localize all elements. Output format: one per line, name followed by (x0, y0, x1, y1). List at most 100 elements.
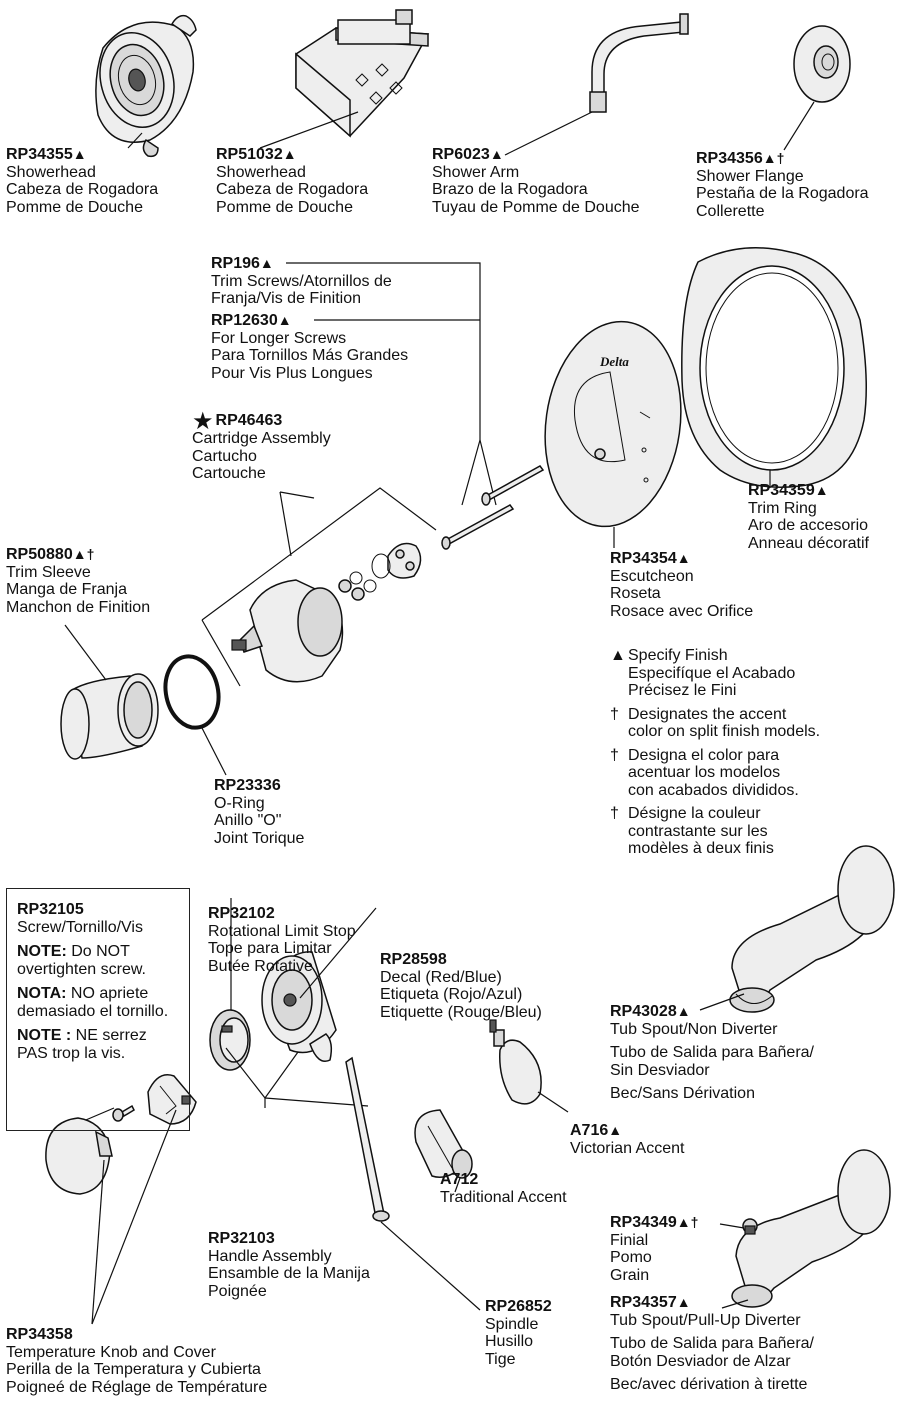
part-description-line: Trim Screws/Atornillos de (211, 272, 392, 290)
trim-sleeve-drawing (60, 673, 159, 760)
part-number: RP28598 (380, 951, 447, 968)
part-description-line: Ensamble de la Manija (208, 1265, 370, 1282)
part-description-line: Tige (485, 1350, 516, 1368)
part-description-line: Roseta (610, 585, 661, 602)
part-number: RP12630▲ (211, 312, 292, 329)
part-number: RP196▲ (211, 255, 274, 272)
part-description-line: Brazo de la Rogadora (432, 181, 588, 198)
finish-symbol: ▲ (676, 550, 691, 566)
part-description-line: Husillo (485, 1333, 534, 1350)
part-description-line: Aro de accesorio (748, 517, 869, 534)
part-description-line: Poignée (208, 1282, 267, 1300)
screw-drawing (112, 1104, 135, 1122)
temperature-knob-drawing (45, 1117, 113, 1195)
part-number: RP43028▲ (610, 1003, 691, 1020)
part-description-line: Anneau décoratif (748, 534, 869, 552)
part-description-line: Decal (Red/Blue) (380, 968, 502, 986)
part-description-line: Butée Rotative (208, 957, 313, 975)
note-french: NOTE : NE serrez PAS trop la vis. (17, 1027, 147, 1062)
part-description-line: Cartridge Assembly (192, 430, 331, 447)
part-description-line: Grain (610, 1266, 650, 1284)
part-description-line: Para Tornillos Más Grandes (211, 347, 409, 364)
rotational-limit-stop-drawing (209, 1009, 251, 1071)
part-number: RP51032▲ (216, 146, 297, 163)
part-description-line: Tubo de Salida para Bañera/ (610, 1335, 814, 1352)
tub-spout-non-diverter-drawing (729, 845, 895, 1013)
o-ring-drawing (163, 654, 221, 730)
part-description-line: Showerhead (6, 163, 96, 181)
part-description-line: Perilla de la Temperatura y Cubierta (6, 1361, 261, 1378)
part-number: RP34358 (6, 1326, 73, 1343)
part-number: RP23336 (214, 777, 281, 794)
part-description-line: Franja/Vis de Finition (211, 290, 361, 307)
part-description-line: Temperature Knob and Cover (6, 1343, 216, 1361)
part-description-line: Rotational Limit Stop (208, 922, 356, 940)
part-description-line: Victorian Accent (570, 1139, 685, 1157)
finish-symbol: ▲ (282, 146, 297, 162)
part-description-line: Poigneé de Réglage de Température (6, 1378, 268, 1396)
part-number: RP6023▲ (432, 146, 504, 163)
cartridge-bracket (201, 487, 437, 687)
handle-body-drawing (261, 951, 337, 1062)
victorian-accent-drawing (489, 1019, 542, 1105)
part-description-line: Tope para Limitar (208, 940, 332, 957)
part-description-line: Finial (610, 1231, 649, 1249)
shower-arm-drawing (589, 13, 689, 113)
part-description-line: Tuyau de Pomme de Douche (432, 198, 640, 216)
finish-symbol: ▲ (676, 1003, 691, 1019)
part-description-line: Anillo "O" (214, 812, 282, 829)
part-number: RP34355▲ (6, 146, 87, 163)
finish-symbol: ▲ (72, 146, 87, 162)
part-description-line: Traditional Accent (440, 1188, 567, 1206)
part-description-line: Tubo de Salida para Bañera/ (610, 1044, 814, 1061)
escutcheon-logo: Delta (599, 354, 629, 369)
part-description-line: Tub Spout/Pull-Up Diverter (610, 1311, 801, 1329)
legend-accent-fr: † Désigne la couleur contrastante sur le… (610, 805, 774, 857)
part-description-line: Etiqueta (Rojo/Azul) (380, 986, 523, 1003)
note-part-number: RP32105 (17, 901, 84, 918)
part-description-line: Cartouche (192, 465, 266, 482)
part-number: A712 (440, 1171, 479, 1188)
part-description-line: Escutcheon (610, 567, 694, 585)
cartridge-assembly-drawing (231, 542, 422, 683)
part-number: RP50880▲† (6, 546, 95, 563)
tub-spout-pull-up-diverter-drawing (731, 1149, 891, 1308)
traditional-accent-drawing (414, 1109, 473, 1179)
finish-symbol: ▲ (814, 482, 829, 498)
part-description-line: Pomo (610, 1249, 652, 1266)
part-number: ★RP46463 (192, 408, 283, 435)
part-description-line: Spindle (485, 1315, 539, 1333)
part-description-line: Tub Spout/Non Diverter (610, 1020, 778, 1038)
part-number: RP32102 (208, 905, 275, 922)
part-description-line: Trim Ring (748, 499, 817, 517)
part-description-line: O-Ring (214, 794, 265, 812)
part-number: RP34354▲ (610, 550, 691, 567)
part-description-line: Collerette (696, 202, 765, 220)
note-spanish: NOTA: NO apriete demasiado el tornillo. (17, 985, 169, 1020)
spindle-drawing (345, 1056, 390, 1222)
screw-note-box: RP32105 Screw/Tornillo/Vis NOTE: Do NOT … (6, 888, 190, 1131)
part-description-line: Cabeza de Rogadora (216, 181, 369, 198)
part-description-line: Pour Vis Plus Longues (211, 364, 373, 382)
part-number: RP32103 (208, 1230, 275, 1247)
finish-symbol: ▲ (489, 146, 504, 162)
shower-flange-drawing (793, 25, 851, 103)
part-number: RP34349▲† (610, 1214, 699, 1231)
legend-symbol-dagger: † (610, 805, 619, 822)
part-description-line: Bec/avec dérivation à tirette (610, 1376, 808, 1393)
part-number: RP34357▲ (610, 1294, 691, 1311)
trim-screws-drawing (441, 465, 545, 550)
part-description-line: Trim Sleeve (6, 563, 91, 581)
